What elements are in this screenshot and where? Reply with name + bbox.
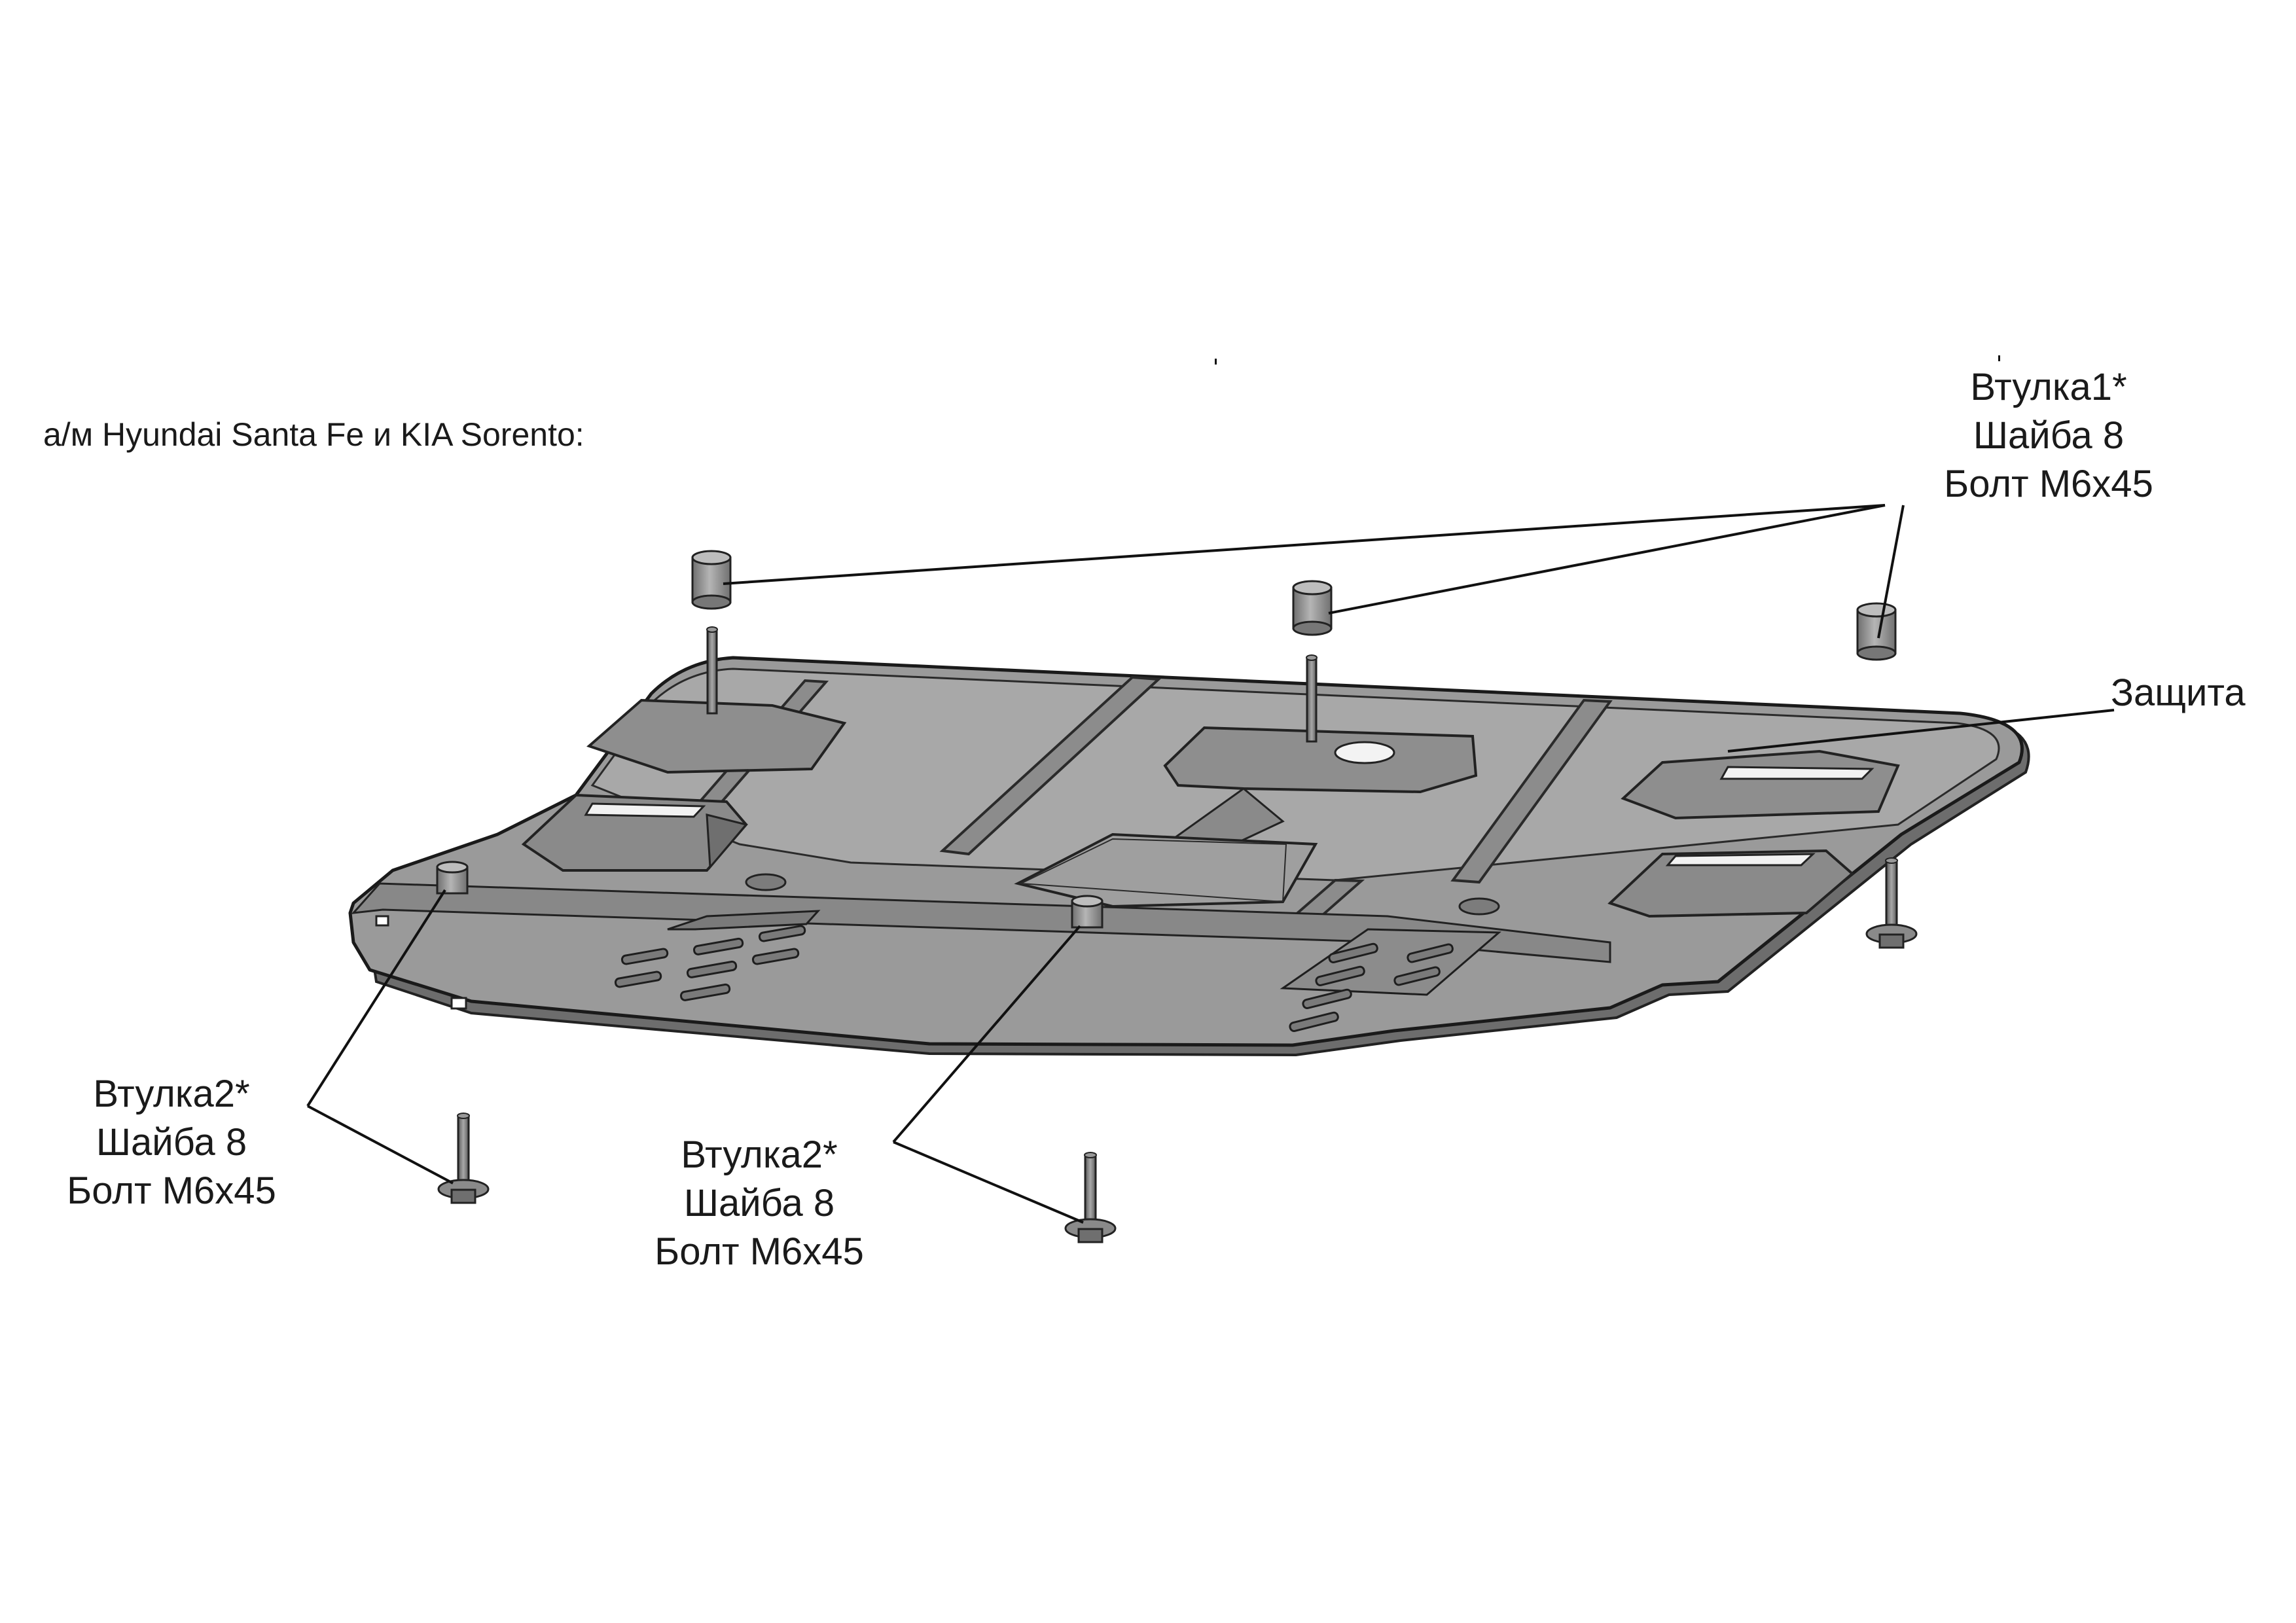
stud-rear-center	[1306, 654, 1318, 743]
plate-pocket-right-lower	[1607, 849, 1855, 918]
plate-vents-left	[614, 910, 821, 1001]
leader-mid-2	[893, 1141, 1084, 1224]
bolt-center	[1064, 1152, 1117, 1243]
plate-pocket-left-shadow	[706, 813, 748, 870]
leader-left-2	[307, 1105, 454, 1185]
leader-top-3	[1877, 505, 1905, 639]
callout-protection-plate: Защита	[2111, 671, 2246, 714]
callout-mid-line-1: Втулка2*	[681, 1133, 838, 1176]
callout-bushing-1: Втулка1* Шайба 8 Болт М6х45	[1895, 363, 2202, 509]
callout-left-line-1: Втулка2*	[93, 1073, 250, 1115]
stud-rear-left	[706, 626, 718, 715]
plate-slot-right-upper	[1719, 766, 1874, 780]
callout-top-line-2: Шайба 8	[1973, 414, 2125, 457]
loose-bolts	[437, 857, 1918, 1243]
leader-top-1	[723, 504, 1886, 585]
plate-studs	[706, 626, 1318, 743]
callout-mid-line-2: Шайба 8	[683, 1182, 835, 1225]
stray-mark	[1998, 355, 2000, 361]
leader-plate	[1727, 709, 2115, 753]
bushing-1-center	[1292, 580, 1333, 636]
callout-left-line-2: Шайба 8	[96, 1121, 247, 1164]
bushing-1-left	[691, 550, 732, 610]
plate-slot-right-lower	[1665, 853, 1816, 866]
plate-vents-right	[1280, 928, 1501, 1032]
callout-top-line-3: Болт М6х45	[1944, 463, 2153, 506]
plate-pocket-rear-left	[586, 698, 847, 774]
callout-bushing-2-left: Втулка2* Шайба 8 Болт М6х45	[41, 1070, 302, 1216]
callout-bushing-2-middle: Втулка2* Шайба 8 Болт М6х45	[628, 1131, 890, 1277]
leader-mid-1	[892, 925, 1081, 1143]
plate-front-lip	[351, 882, 1611, 963]
plate-slot-left	[584, 802, 706, 818]
callout-top-line-1: Втулка1*	[1970, 366, 2127, 408]
bushing-2-center	[1071, 895, 1103, 929]
vehicle-caption: а/м Hyundai Santa Fe и KIA Sorento:	[43, 416, 584, 453]
bolt-left	[437, 1113, 490, 1204]
leader-top-2	[1328, 504, 1886, 615]
plate-pocket-right	[1621, 749, 1900, 820]
leader-lines	[306, 504, 2115, 1224]
leader-left-1	[306, 889, 446, 1107]
callout-left-line-3: Болт М6х45	[67, 1169, 276, 1213]
callout-mid-line-3: Болт М6х45	[655, 1230, 864, 1274]
plate-hole-center	[1334, 741, 1395, 764]
bushing-1-right	[1856, 602, 1897, 661]
bolt-right	[1865, 857, 1918, 949]
bushing-2-left	[436, 861, 469, 895]
skid-plate	[348, 656, 2030, 1057]
bushing-1-group	[691, 550, 1897, 661]
stray-mark	[1215, 359, 1217, 365]
bushing-2-group	[436, 861, 1103, 929]
plate-pocket-center	[1163, 726, 1478, 794]
